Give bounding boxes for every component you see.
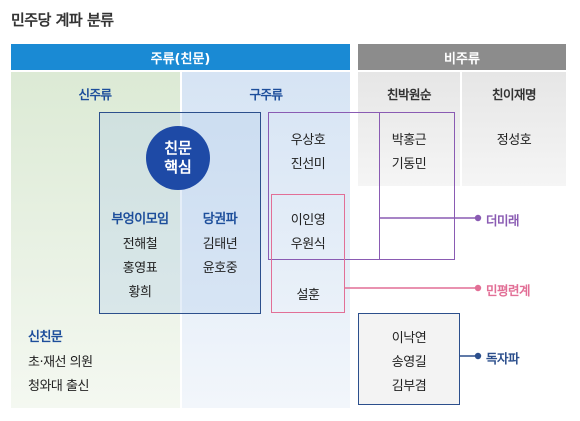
pro-lee-member-1: 정성호 [496,133,532,148]
pro-park-member-1: 박홍근 [391,133,427,148]
pro-park-member-2: 기동민 [391,157,427,172]
independent-group-box [358,313,460,405]
header-pro-lee: 친이재명 [491,87,537,102]
nonmainstream-bar: 비주류 [358,44,566,70]
nonmainstream-bar-label: 비주류 [444,51,480,67]
group-party-title: 당권파 [202,212,238,227]
old-member-5: 설훈 [296,288,320,303]
core-circle: 친문 핵심 [146,126,210,190]
old-member-2: 진선미 [290,157,326,172]
group-party-member-1: 김태년 [202,237,238,252]
mainstream-bar: 주류(친문) [11,44,350,70]
header-old-mainstream: 구주류 [249,87,283,102]
minpyeong-connector-dot [474,284,482,292]
sinchinmun-title: 신친문 [28,330,63,345]
page-title: 민주당 계파 분류 [11,11,114,29]
sinchinmun-line2: 청와대 출신 [28,379,89,394]
label-minpyeong: 민평련계 [486,283,531,298]
group-party-member-2: 윤호중 [202,261,238,276]
old-mainstream-column [182,72,350,408]
independent-connector-dot [474,352,482,360]
pro-park-column [358,72,460,186]
old-member-3: 이인영 [290,213,326,228]
core-circle-line2: 핵심 [164,158,192,176]
pro-lee-column [462,72,566,186]
old-member-1: 우상호 [290,133,326,148]
independent-member-1: 이낙연 [391,331,427,346]
group-owl-member-1: 전해철 [122,237,158,252]
minpyeong-group-box [271,194,345,313]
group-owl-title: 부엉이모임 [111,212,169,227]
group-owl-member-3: 황희 [128,285,152,300]
independent-member-2: 송영길 [391,355,427,370]
mainstream-bar-label: 주류(친문) [150,51,211,67]
independent-member-3: 김부겸 [391,379,427,394]
label-deomirae: 더미래 [486,213,520,228]
new-mainstream-column [11,72,180,408]
header-pro-park: 친박원순 [386,87,432,102]
header-new-mainstream: 신주류 [78,87,112,102]
core-circle-line1: 친문 [164,139,192,157]
deomirae-inner-box [268,112,380,260]
old-member-4: 우원식 [290,237,326,252]
label-dokja: 독자파 [486,351,520,366]
sinchinmun-line1: 초·재선 의원 [28,355,93,370]
group-owl-member-2: 홍영표 [122,261,158,276]
deomirae-connector-dot [474,214,482,222]
